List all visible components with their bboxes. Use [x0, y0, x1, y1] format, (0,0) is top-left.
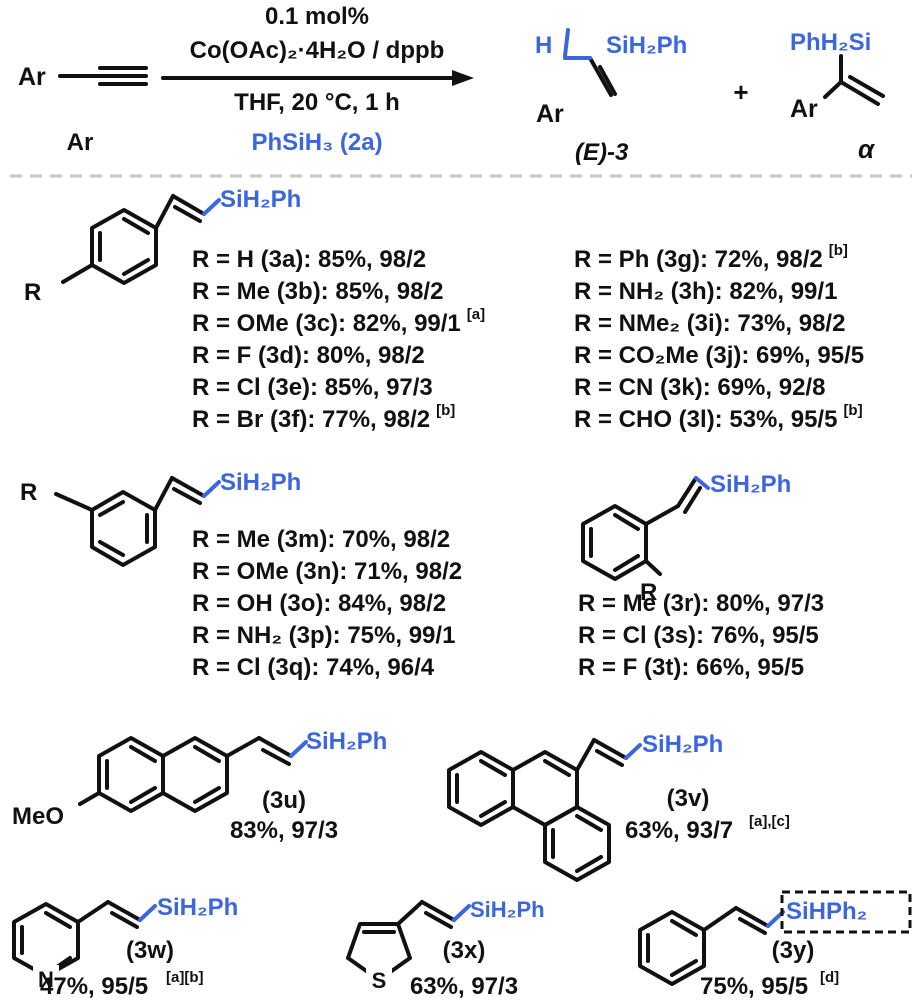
- para-left-row: R = H (3a): 85%, 98/2: [192, 246, 426, 273]
- 3y-label: (3y): [772, 937, 815, 964]
- ortho-row: R = F (3t): 66%, 95/5: [578, 654, 804, 681]
- 3y-si: SiHPh₂: [786, 898, 867, 925]
- 3x-si: SiH₂Ph: [470, 897, 545, 922]
- meta-row: R = OH (3o): 84%, 98/2: [192, 590, 446, 617]
- conditions-loading: 0.1 mol%: [265, 3, 369, 30]
- conditions-catalyst: Co(OAc)₂·4H₂O / dppb: [190, 37, 445, 64]
- meta-styrene-structure: [54, 476, 221, 567]
- styrene-structure: [638, 906, 785, 986]
- ortho-row: R = Me (3r): 80%, 97/3: [578, 590, 824, 617]
- meta-si: SiH₂Ph: [220, 469, 301, 496]
- meta-list: R = Me (3m): 70%, 98/2 R = OMe (3n): 71%,…: [192, 526, 462, 681]
- ortho-styrene-structure: [581, 476, 710, 581]
- 3v-result: 63%, 93/7: [625, 817, 733, 844]
- para-right-row: R = CN (3k): 69%, 92/8: [574, 374, 825, 401]
- para-left-list: R = H (3a): 85%, 98/2 R = Me (3b): 85%, 9…: [192, 246, 485, 433]
- 3w-n: N: [38, 967, 54, 992]
- highlight-box: [780, 890, 912, 934]
- para-left-note: [a]: [467, 306, 485, 323]
- conditions-solvent: THF, 20 °C, 1 h: [234, 89, 400, 116]
- meta-row: R = NH₂ (3p): 75%, 99/1: [192, 622, 455, 649]
- para-right-note: [b]: [829, 242, 848, 259]
- meta-row: R = OMe (3n): 71%, 98/2: [192, 558, 462, 585]
- para-left-row: R = Cl (3e): 85%, 97/3: [192, 374, 433, 401]
- 3x-label: (3x): [443, 937, 486, 964]
- alpha-si: PhH₂Si: [790, 29, 871, 56]
- para-right-row: R = NMe₂ (3i): 73%, 98/2: [574, 310, 845, 337]
- reaction-arrow: [161, 70, 474, 86]
- alpha-ar: Ar: [790, 95, 818, 123]
- product-si: SiH₂Ph: [606, 32, 687, 59]
- para-right-note: [b]: [843, 402, 862, 419]
- para-si: SiH₂Ph: [220, 186, 301, 213]
- product-label: (E)-3: [575, 139, 629, 166]
- naphthalene-structure: [78, 736, 308, 813]
- phenanthrene-structure: [447, 738, 642, 882]
- 3w-si: SiH₂Ph: [157, 894, 238, 921]
- ortho-row: R = Cl (3s): 76%, 95/5: [578, 622, 819, 649]
- ortho-si: SiH₂Ph: [710, 471, 791, 498]
- 3u-si: SiH₂Ph: [306, 728, 387, 755]
- 3w-label: (3w): [126, 937, 174, 964]
- para-left-row: R = F (3d): 80%, 98/2: [192, 342, 425, 369]
- reagent-silane: PhSiH₃ (2a): [251, 129, 382, 156]
- ortho-list: R = Me (3r): 80%, 97/3 R = Cl (3s): 76%, …: [578, 590, 824, 681]
- plus-sign: +: [733, 77, 748, 107]
- para-right-row: R = Ph (3g): 72%, 98/2: [574, 246, 823, 273]
- meta-row: R = Me (3m): 70%, 98/2: [192, 526, 450, 553]
- 3v-note: [a],[c]: [749, 813, 790, 830]
- 3w-note: [a][b]: [166, 969, 204, 986]
- para-left-note: [b]: [436, 402, 455, 419]
- reactant-ar: Ar: [18, 63, 46, 91]
- 3u-label: (3u): [262, 787, 306, 814]
- reactant-label: Ar: [67, 129, 94, 156]
- para-right-row: R = NH₂ (3h): 82%, 99/1: [574, 278, 837, 305]
- product-e-vinylsilane: [563, 28, 617, 97]
- thiophene-structure: [346, 900, 471, 982]
- 3u-result: 83%, 97/3: [230, 817, 338, 844]
- alkyne-bond: [58, 66, 148, 86]
- 3u-meo: MeO: [12, 803, 64, 830]
- para-right-row: R = CO₂Me (3j): 69%, 95/5: [574, 342, 864, 369]
- product-ar: Ar: [536, 100, 564, 128]
- product-h: H: [535, 32, 552, 59]
- product-alpha-vinylsilane: [823, 54, 885, 106]
- 3v-si: SiH₂Ph: [642, 731, 723, 758]
- 3x-s: S: [372, 968, 387, 993]
- para-left-row: R = Br (3f): 77%, 98/2: [192, 406, 430, 433]
- para-right-row: R = CHO (3l): 53%, 95/5: [574, 406, 837, 433]
- para-left-row: R = OMe (3c): 82%, 99/1: [192, 310, 461, 337]
- 3w-result: 47%, 95/5: [40, 973, 148, 1000]
- 3x-result: 63%, 97/3: [410, 973, 518, 1000]
- 3y-result: 75%, 95/5: [700, 973, 808, 1000]
- meta-row: R = Cl (3q): 74%, 96/4: [192, 654, 435, 681]
- para-left-row: R = Me (3b): 85%, 98/2: [192, 278, 443, 305]
- meta-r: R: [20, 479, 37, 506]
- para-right-list: R = Ph (3g): 72%, 98/2 [b] R = NH₂ (3h): 8…: [574, 242, 864, 433]
- alpha-label: α: [858, 134, 876, 164]
- 3y-note: [d]: [820, 969, 839, 986]
- para-r: R: [24, 279, 41, 306]
- para-styrene-structure: [61, 194, 221, 285]
- ortho-r: R: [640, 579, 657, 606]
- 3v-label: (3v): [667, 785, 710, 812]
